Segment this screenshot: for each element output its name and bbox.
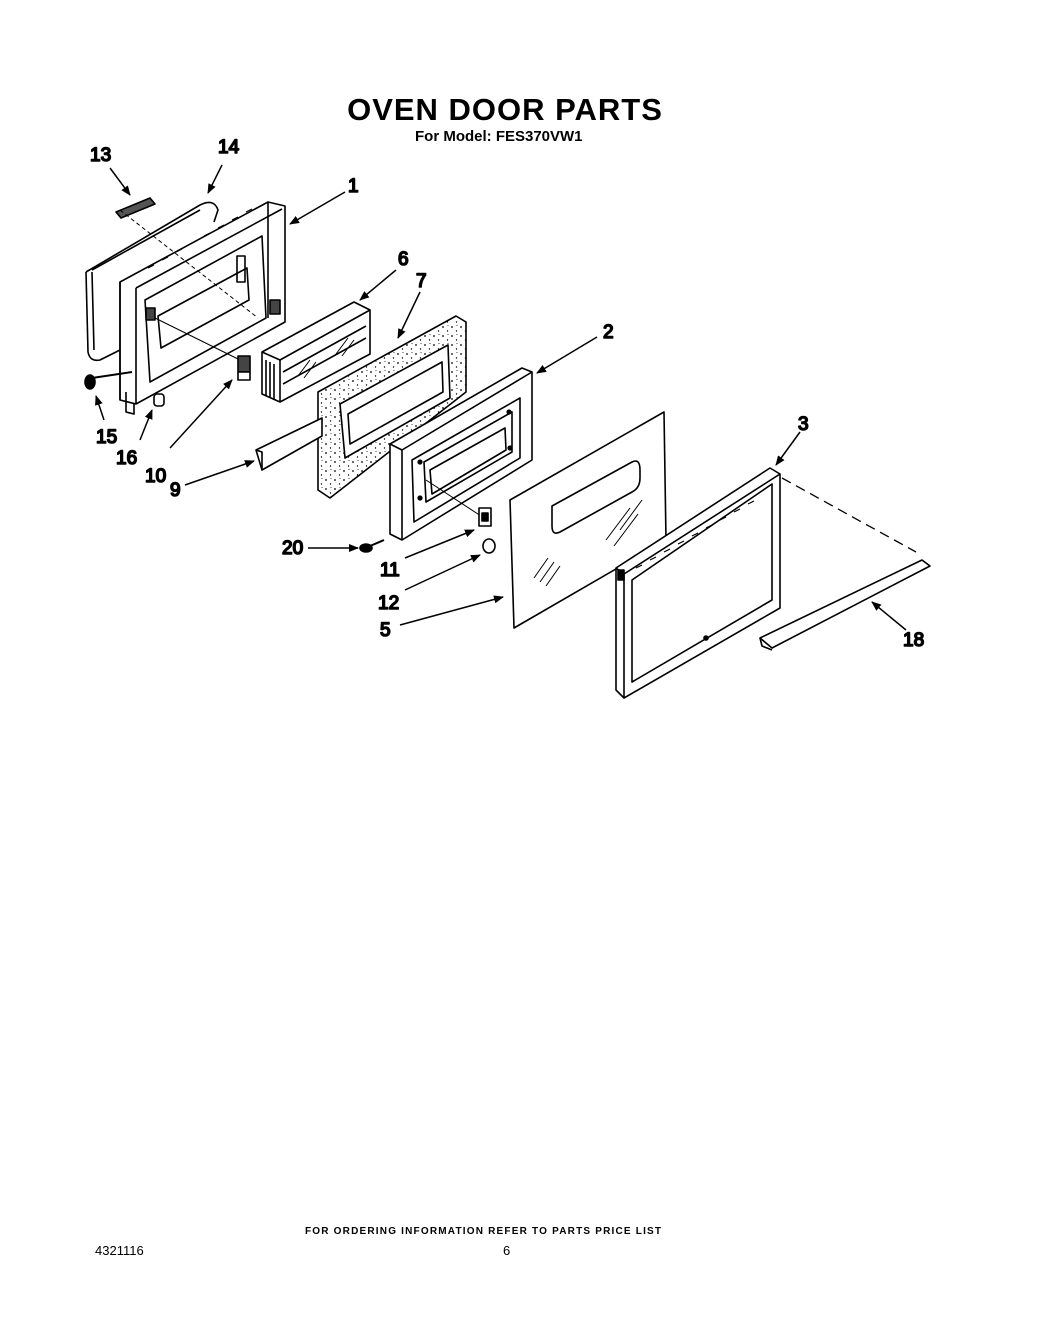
callout-9: 9 (170, 480, 181, 501)
model-subtitle: For Model: FES370VW1 (415, 128, 583, 145)
page-title: OVEN DOOR PARTS (347, 92, 663, 127)
part-5-outer-glass (509, 411, 667, 629)
part-7-insulation (317, 315, 467, 499)
part-10-bracket (237, 355, 251, 381)
part-11-hinge-receiver (478, 507, 492, 527)
assembly-line-11 (425, 479, 485, 519)
callout-15: 15 (96, 427, 117, 448)
part-13-plate (115, 197, 156, 219)
part-14-gasket (85, 201, 219, 362)
callout-7: 7 (416, 271, 427, 292)
part-15-screw (84, 371, 133, 390)
part-20-screw (359, 539, 385, 553)
callout-14: 14 (218, 137, 240, 158)
assembly-line-18 (781, 477, 917, 553)
assembly-line-10 (154, 317, 241, 361)
part-9-channel (255, 417, 323, 471)
part-1-inner-frame (119, 201, 286, 415)
part-18-trim-strip (759, 559, 931, 651)
callout-20: 20 (282, 538, 303, 559)
callout-18: 18 (903, 630, 924, 651)
part-6-glass-pack (261, 301, 371, 403)
callout-leaders (95, 164, 907, 631)
part-12-bumper (482, 538, 496, 554)
ordering-note: FOR ORDERING INFORMATION REFER TO PARTS … (305, 1226, 663, 1237)
callout-16: 16 (116, 448, 137, 469)
callout-12: 12 (378, 593, 399, 614)
assembly-line-13 (119, 209, 259, 319)
callout-6: 6 (398, 249, 409, 270)
callout-13: 13 (90, 145, 111, 166)
callout-2: 2 (603, 322, 614, 343)
callout-5: 5 (380, 620, 391, 641)
document-number: 4321116 (95, 1243, 144, 1258)
callout-10: 10 (145, 466, 166, 487)
part-1-slots (147, 208, 253, 269)
page-number: 6 (503, 1243, 511, 1258)
callout-1: 1 (348, 176, 359, 197)
callout-3: 3 (798, 414, 809, 435)
part-2-door-frame (389, 367, 533, 541)
part-3-outer-trim (615, 467, 781, 699)
part-16-clip (153, 393, 165, 407)
callout-11: 11 (380, 560, 400, 581)
